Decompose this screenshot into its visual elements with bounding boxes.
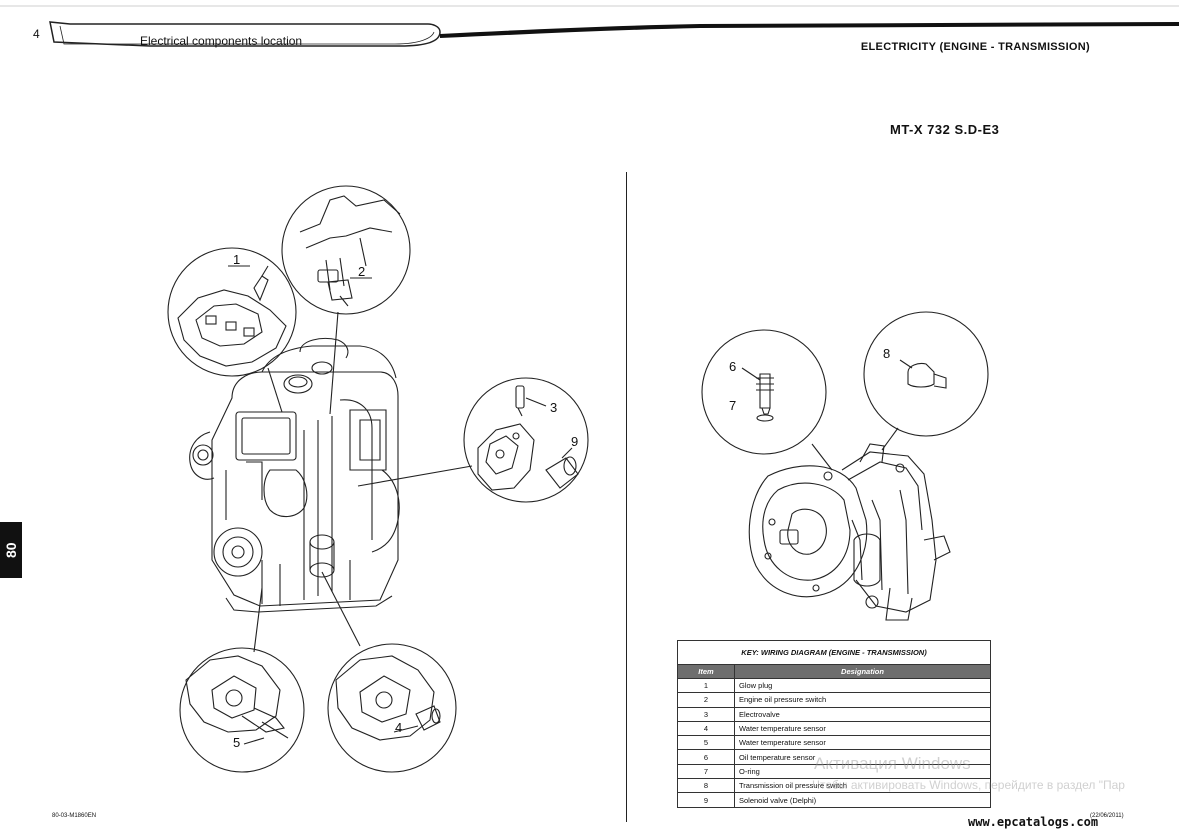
row-designation: Solenoid valve (Delphi) <box>734 792 991 808</box>
callout-3: 3 <box>550 400 557 415</box>
detail-circle-8 <box>863 311 989 437</box>
row-designation: Electrovalve <box>734 706 991 722</box>
detail-circle-6-7 <box>701 329 827 455</box>
activation-watermark-text: Чтобы активировать Windows, перейдите в … <box>812 778 1125 792</box>
detail-circle-5 <box>179 647 305 773</box>
callout-5: 5 <box>233 735 240 750</box>
document-code: 80-03-M1860EN <box>52 813 97 819</box>
key-table: KEY: WIRING DIAGRAM (ENGINE - TRANSMISSI… <box>677 640 991 808</box>
row-designation: Water temperature sensor <box>734 720 991 737</box>
row-item: 5 <box>677 735 735 751</box>
callout-4: 4 <box>395 720 402 735</box>
engine-illustration <box>189 337 400 613</box>
callout-7: 7 <box>729 398 736 413</box>
chapter-tab: 80 <box>0 522 22 578</box>
detail-circle-3-9 <box>463 377 589 503</box>
row-item: 3 <box>677 706 735 722</box>
row-designation: Engine oil pressure switch <box>734 692 991 708</box>
model-title: MT-X 732 S.D-E3 <box>890 122 1000 137</box>
detail-circle-4 <box>327 643 457 773</box>
detail-circle-2 <box>281 185 411 315</box>
row-item: 6 <box>677 749 735 765</box>
column-divider <box>626 172 627 822</box>
row-item: 1 <box>677 677 735 694</box>
key-header-designation: Designation <box>734 664 991 679</box>
callout-8: 8 <box>883 346 890 361</box>
document-date: (22/06/2011) <box>1090 813 1124 819</box>
row-item: 2 <box>677 692 735 708</box>
key-header-item: Item <box>677 664 735 679</box>
page-number: 4 <box>33 27 40 41</box>
row-item: 7 <box>677 763 735 780</box>
header-band <box>0 5 1179 47</box>
site-url[interactable]: www.epcatalogs.com <box>968 815 1099 829</box>
row-item: 8 <box>677 778 735 794</box>
row-designation: Water temperature sensor <box>734 735 991 751</box>
transmission-illustration <box>748 443 951 621</box>
callout-9: 9 <box>571 434 578 449</box>
row-item: 4 <box>677 720 735 737</box>
callout-2: 2 <box>358 264 365 279</box>
row-item: 9 <box>677 792 735 808</box>
row-designation: Glow plug <box>734 677 991 694</box>
detail-circle-1 <box>167 247 297 377</box>
chapter-title: ELECTRICITY (ENGINE - TRANSMISSION) <box>860 41 1090 53</box>
callout-6: 6 <box>729 359 736 374</box>
activation-watermark-title: Активация Windows <box>814 754 971 773</box>
callout-1: 1 <box>233 252 240 267</box>
key-table-title: KEY: WIRING DIAGRAM (ENGINE - TRANSMISSI… <box>677 640 991 665</box>
key-table-header-row: Item Designation <box>677 664 991 679</box>
section-title: Electrical components location <box>140 34 303 48</box>
